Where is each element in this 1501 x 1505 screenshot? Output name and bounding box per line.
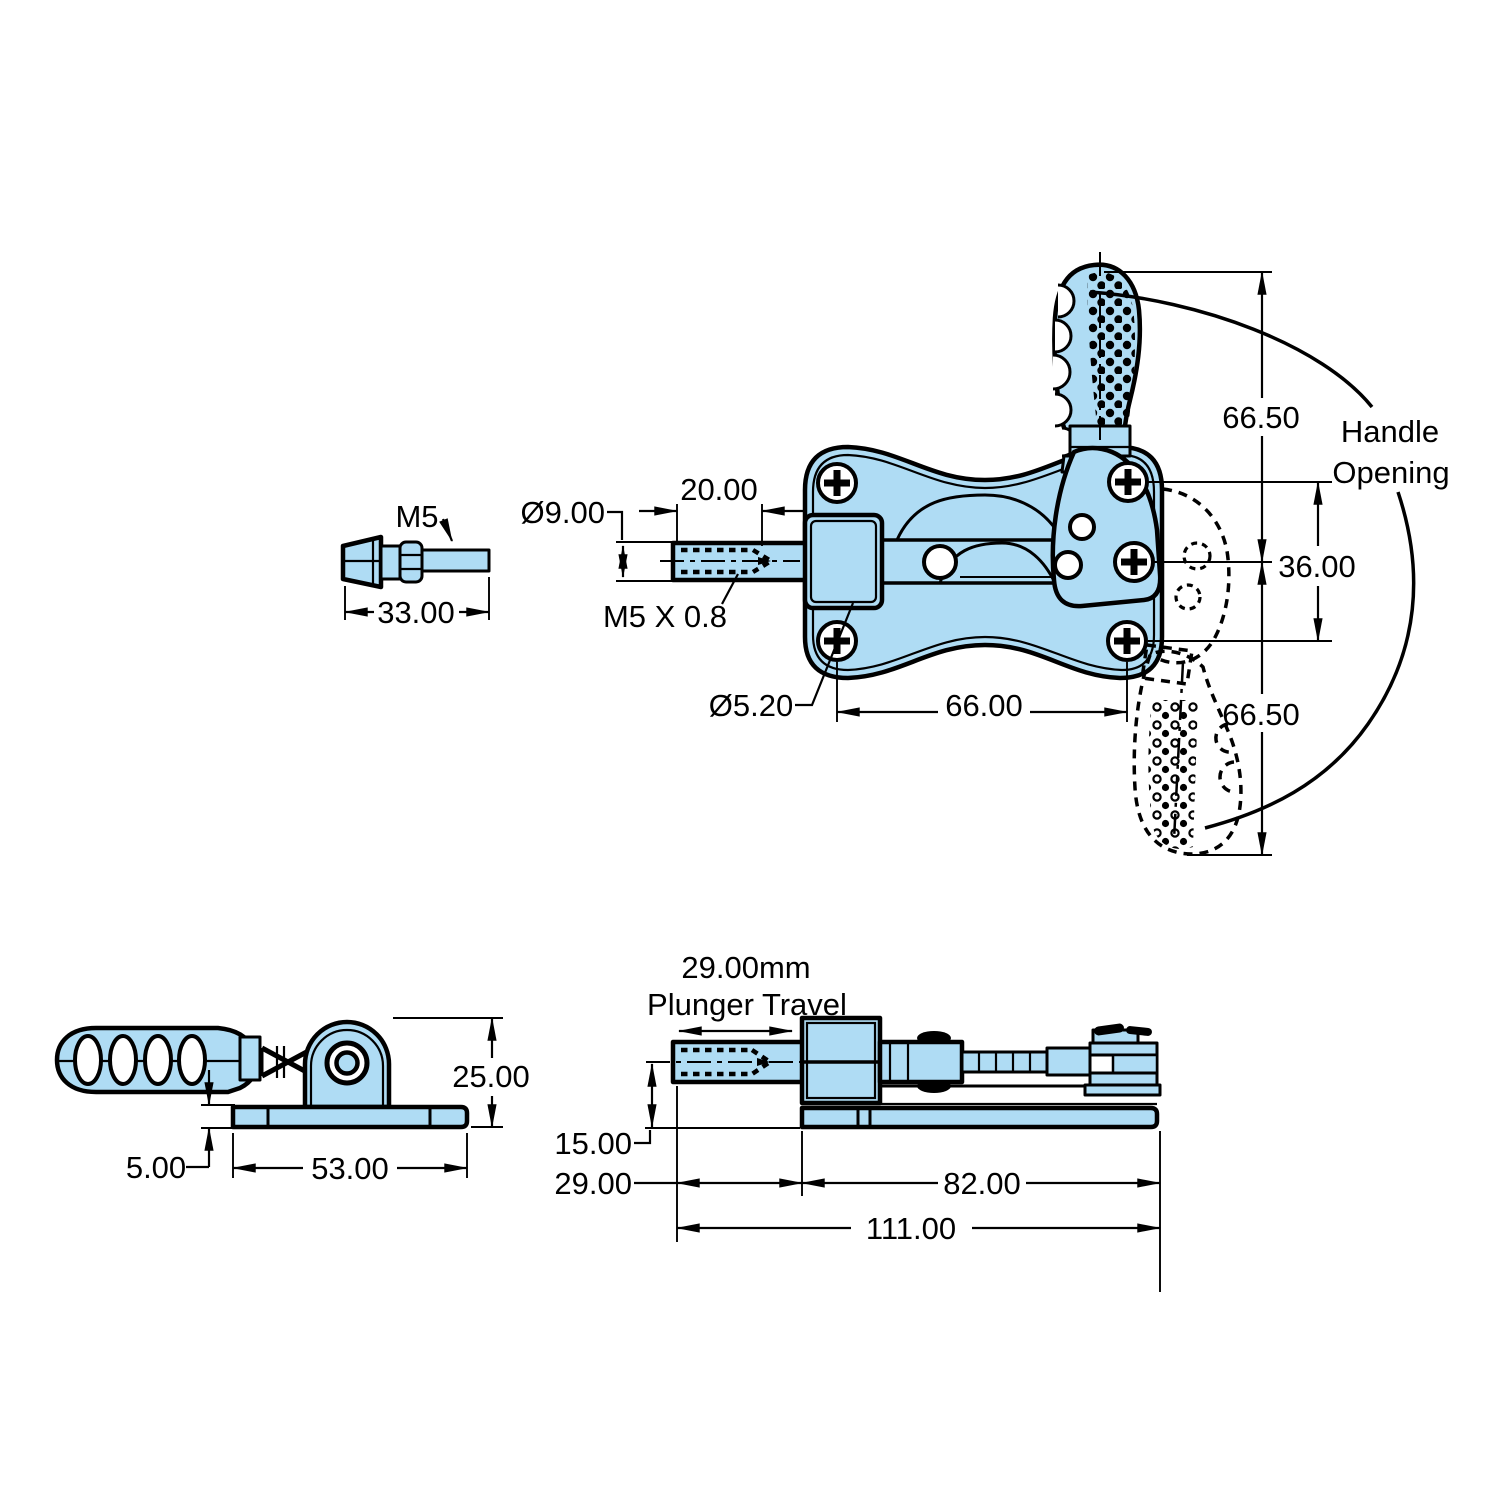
top-view-dimensions: 66.50 66.50 36.00 Handle Opening 66.00 Ø… — [521, 270, 1450, 857]
dim-plunger-travel-1: 29.00mm — [681, 950, 810, 985]
note-handle-opening-2: Opening — [1332, 455, 1449, 490]
thread-spec-leader — [721, 573, 739, 605]
bottom-plunger — [646, 1039, 807, 1085]
dim-handle-open-lower: 66.50 — [1222, 697, 1300, 732]
dim-thread-length: 20.00 — [680, 472, 758, 507]
bottom-clevis — [877, 1031, 965, 1093]
plunger-top-view — [660, 540, 812, 583]
dim-base-plate-length: 82.00 — [943, 1166, 1021, 1201]
dim-base-length: 53.00 — [311, 1151, 389, 1186]
dim-plunger-travel-2: Plunger Travel — [647, 987, 847, 1022]
bottom-view: 29.00mm Plunger Travel 15.00 29.00 82.00… — [554, 950, 1162, 1292]
screw-icon — [1107, 461, 1149, 503]
side-base — [230, 1104, 470, 1130]
mechanism-contour — [895, 493, 1064, 541]
dim-handle-clearance: 5.00 — [126, 1150, 186, 1185]
m5-leader — [439, 518, 454, 543]
dim-plunger-protrusion: 29.00 — [554, 1166, 632, 1201]
dim-centerline-height: 15.00 — [554, 1126, 632, 1161]
handle-open-texture — [1148, 700, 1198, 850]
bottom-link-bar — [960, 1050, 1050, 1074]
side-view: 25.00 53.00 5.00 — [54, 1016, 530, 1186]
dim-hole-spacing-v: 36.00 — [1278, 549, 1356, 584]
slot-hole — [922, 544, 958, 580]
side-handle — [54, 1025, 262, 1095]
screw-icon — [1106, 620, 1148, 662]
spindle-detail: M5 33.00 — [340, 499, 491, 630]
dim-side-height: 25.00 — [452, 1059, 530, 1094]
handle-open-dashed — [1132, 487, 1243, 856]
dim-spindle-thread: M5 — [395, 499, 438, 534]
bottom-block — [799, 1015, 883, 1106]
dim-handle-open-upper: 66.50 — [1222, 400, 1300, 435]
handle-closed — [1052, 262, 1143, 458]
screw-icon — [816, 462, 858, 504]
bottom-view-dimensions: 29.00mm Plunger Travel 15.00 29.00 82.00… — [554, 950, 1162, 1292]
plunger-dia-leader — [607, 510, 624, 540]
side-view-dimensions: 25.00 53.00 5.00 — [126, 1016, 530, 1186]
dim-hole-dia: Ø5.20 — [709, 688, 793, 723]
side-pivot-boss — [302, 1019, 392, 1110]
pivot-screw-icon — [1113, 541, 1155, 583]
plunger-block — [802, 512, 885, 611]
dim-thread-spec: M5 X 0.8 — [603, 599, 727, 634]
bottom-handle-end — [1045, 1023, 1162, 1097]
note-handle-opening-1: Handle — [1341, 414, 1439, 449]
link-hole-1 — [1068, 513, 1096, 541]
dim-hole-spacing-h: 66.00 — [945, 688, 1023, 723]
spindle-collar — [379, 544, 402, 581]
dim-spindle-length: 33.00 — [377, 595, 455, 630]
spindle-nut — [398, 540, 424, 584]
bottom-base — [799, 1105, 1160, 1130]
mounting-screws — [816, 461, 1155, 662]
dim-overall-length: 111.00 — [866, 1211, 956, 1246]
dim-plunger-dia: Ø9.00 — [521, 495, 605, 530]
hole-dia-leader — [795, 602, 855, 707]
spindle-shaft — [420, 548, 491, 573]
top-view: 66.50 66.50 36.00 Handle Opening 66.00 Ø… — [521, 252, 1450, 857]
link-hole-2 — [1053, 550, 1083, 580]
